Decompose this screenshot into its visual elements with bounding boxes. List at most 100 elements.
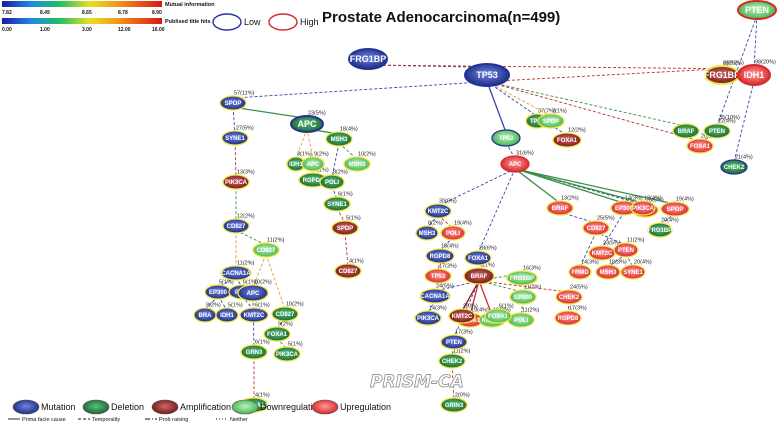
node-label: KMT2C xyxy=(452,314,473,320)
node-grin3[interactable]: GRN3 xyxy=(240,344,268,360)
node-label: SYNE1 xyxy=(327,202,347,208)
node-foxa1_5[interactable]: FOXA1 xyxy=(484,308,512,324)
node-foxa1_1[interactable]: FOXA1 xyxy=(552,132,582,148)
node-oval xyxy=(237,284,269,302)
node-ep300_3[interactable]: EP300 xyxy=(610,200,638,216)
node-foxa1_3[interactable]: FOXA1 xyxy=(263,326,291,342)
node-poli_4[interactable]: POLI xyxy=(507,312,535,328)
node-msh3_2[interactable]: MSH3 xyxy=(343,156,371,172)
node-msh3_3[interactable]: MSH3 xyxy=(415,225,439,241)
edge-apc_1-apc_down xyxy=(306,128,314,160)
node-rgpd8_3[interactable]: RGPD8 xyxy=(554,310,582,326)
node-msh3_4[interactable]: MSH3 xyxy=(595,264,621,280)
node-label: POLI xyxy=(325,180,339,186)
node-tp53_top[interactable]: TP53 xyxy=(464,63,510,87)
node-frmd[interactable]: FRMD xyxy=(568,264,592,280)
edge-label: 8(2%) xyxy=(428,221,443,227)
node-cacna1a_1[interactable]: CACNA1A xyxy=(220,265,252,281)
node-ep300_2[interactable]: EP300 xyxy=(509,289,537,305)
node-pik3ca_3[interactable]: PIK3CA xyxy=(414,310,442,326)
edge-label: 26(5%) xyxy=(646,198,664,204)
node-apc_down[interactable]: APC xyxy=(301,156,325,172)
node-chek2_3[interactable]: CHEK2 xyxy=(438,353,466,369)
node-oval xyxy=(484,308,512,324)
node-pik3ca_4[interactable]: PIK3CA xyxy=(630,200,656,216)
node-kmt2c_5[interactable]: KMT2C xyxy=(588,245,616,261)
node-rgpd8_2[interactable]: RGPD8 xyxy=(425,248,455,264)
node-foxa1_4[interactable]: FOXA1 xyxy=(464,250,492,266)
node-idh1_up[interactable]: IDH1 xyxy=(737,64,771,86)
node-chek2_1[interactable]: CHEK2 xyxy=(720,159,748,175)
node-braf_amp[interactable]: BRAF xyxy=(463,267,495,285)
edge-label: 22(4%) xyxy=(718,119,736,125)
node-label: PTEN xyxy=(745,5,769,15)
node-cd827_2[interactable]: CD827 xyxy=(222,218,250,234)
node-frg1bp_top[interactable]: FRG1BP xyxy=(348,48,388,70)
node-braf_up[interactable]: BRAF xyxy=(546,200,574,216)
node-kmt2c_2[interactable]: KMT2C xyxy=(424,203,452,219)
node-pten_4[interactable]: PTEN xyxy=(613,242,639,258)
node-frg1bp_2[interactable]: FRG1BP xyxy=(506,270,538,286)
node-idh1_del[interactable]: IDH1 xyxy=(286,156,306,172)
node-label: PIK3CA xyxy=(225,180,248,186)
node-spdp_2[interactable]: SPDP xyxy=(331,220,359,236)
node-pik3ca_1[interactable]: PIK3CA xyxy=(222,174,250,190)
node-oval xyxy=(672,123,700,139)
node-label: FRG1BP xyxy=(704,70,740,80)
node-apc_2[interactable]: APC xyxy=(237,284,269,302)
node-cacna1a_3[interactable]: CACNA1A xyxy=(419,288,451,304)
node-poli_3[interactable]: POLI xyxy=(440,225,466,241)
edge-label: 6(1%) xyxy=(243,280,258,286)
edge-label: 11(2%) xyxy=(524,285,541,291)
node-legend-label: Mutation xyxy=(41,402,76,412)
node-pik3ca_2[interactable]: PIK3CA xyxy=(273,346,301,362)
node-tp53_3[interactable]: TP53 xyxy=(424,268,452,284)
edge-label: 23(5%) xyxy=(603,241,621,247)
node-spop_2[interactable]: SPOP xyxy=(660,201,690,217)
node-syne1_2[interactable]: SYNE1 xyxy=(323,196,351,212)
node-label: APC xyxy=(247,291,260,297)
node-frg1bp_amp[interactable]: FRG1BP xyxy=(704,65,740,85)
node-label: PIK3CA xyxy=(632,206,655,212)
node-tp53_2[interactable]: TP53 xyxy=(491,129,521,147)
node-grin3_2[interactable]: GRIN3 xyxy=(440,397,468,413)
node-oval xyxy=(415,225,439,241)
node-cd827_5[interactable]: CD827 xyxy=(582,220,610,236)
node-poli_1[interactable]: POLI xyxy=(319,174,345,190)
node-syne1_3[interactable]: SYNE1 xyxy=(620,264,646,280)
node-chek2_2[interactable]: CHEK2 xyxy=(555,289,583,305)
node-apc_1[interactable]: APC xyxy=(290,115,324,133)
edge-label: 37(7%) xyxy=(538,109,556,115)
edge-tp53_top-spop_1 xyxy=(232,81,488,99)
node-frg1bp_3[interactable]: FRG1BP xyxy=(647,222,673,238)
node-spop_1[interactable]: SPOP xyxy=(219,95,247,111)
node-cd827_3[interactable]: CD827 xyxy=(252,242,280,258)
node-pten_2[interactable]: PTEN xyxy=(703,123,731,139)
node-cd827_4[interactable]: CD827 xyxy=(271,306,299,322)
edge-idh1_up-chek2_1 xyxy=(733,80,755,163)
node-bra[interactable]: BRA xyxy=(193,307,217,323)
node-label: KMT2C xyxy=(428,209,449,215)
node-kmt2c_4[interactable]: KMT2C xyxy=(448,308,476,324)
node-msh3_1[interactable]: MSH3 xyxy=(325,131,353,147)
edge-label: 10(2%) xyxy=(358,152,376,158)
node-oval xyxy=(620,264,646,280)
downregulation-oval-icon xyxy=(231,399,259,415)
node-idh1_mut[interactable]: IDH1 xyxy=(215,307,239,323)
edge-label: 30(6%) xyxy=(439,199,457,205)
edges-layer: 57(11%)2(0%)61(12%)98(20%)22(4%)21(4%)2(… xyxy=(204,15,776,401)
node-foxa1_2[interactable]: FOXA1 xyxy=(686,138,714,154)
node-kmt2c_1[interactable]: KMT2C xyxy=(239,307,269,323)
node-spdp[interactable]: SPDP xyxy=(537,113,565,129)
node-apc_up[interactable]: APC xyxy=(500,155,530,173)
edge-label: 6(1%) xyxy=(255,340,270,346)
node-pten_top[interactable]: PTEN xyxy=(737,0,777,20)
node-label: PIK3CA xyxy=(417,316,440,322)
scale-title: Mutual information xyxy=(165,2,215,8)
node-oval xyxy=(463,267,495,285)
node-cd827_1[interactable]: CD827 xyxy=(334,263,362,279)
node-ep300_1[interactable]: EP300 xyxy=(204,284,232,300)
node-braf_1[interactable]: BRAF xyxy=(672,123,700,139)
node-pten_3[interactable]: PTEN xyxy=(440,334,468,350)
node-syne1_1[interactable]: SYNE1 xyxy=(221,130,249,146)
